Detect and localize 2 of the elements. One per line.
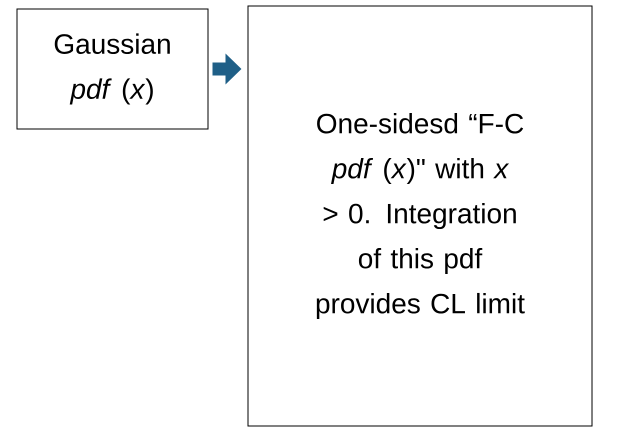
text-box: Gaussian pdf (x) — [16, 8, 208, 130]
text-box: One-sidesd “F-C pdf (x)" with x > 0. Integration of this pdf provides CL limit — [248, 6, 592, 426]
